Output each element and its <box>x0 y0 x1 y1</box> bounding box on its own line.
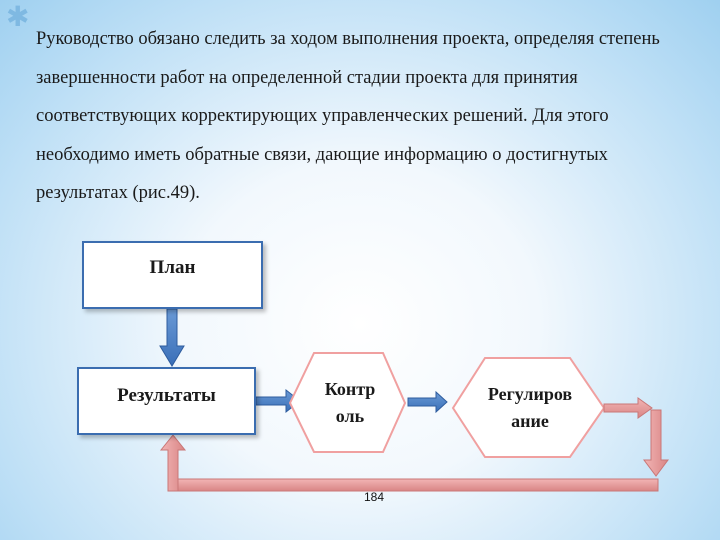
intro-paragraph: Руководство обязано следить за ходом вып… <box>36 20 686 213</box>
control-hexagon <box>288 352 407 453</box>
control-label: Контр оль <box>305 376 395 430</box>
arrow-feedback-up <box>159 434 187 492</box>
plan-box: План <box>82 241 263 309</box>
paragraph-line: необходимо иметь обратные связи, дающие … <box>36 144 608 165</box>
regulation-label: Регулиров ание <box>470 381 590 435</box>
results-label: Результаты <box>117 385 216 406</box>
arrow-control-to-regulation <box>407 390 448 414</box>
plan-label: План <box>149 257 196 278</box>
arrow-plan-to-results <box>159 308 185 367</box>
paragraph-line: результатах (рис.49). <box>36 183 200 203</box>
control-label-line-2: оль <box>335 406 365 426</box>
page-number: 184 <box>363 490 385 504</box>
results-box: Результаты <box>77 367 256 435</box>
paragraph-line: соответствующих корректирующих управленч… <box>36 106 609 126</box>
arrow-feedback-down <box>643 409 669 477</box>
arrow-regulation-out <box>603 397 653 419</box>
control-label-line-1: Контр <box>324 379 376 399</box>
star-bullet-icon: ✱ <box>6 2 30 33</box>
paragraph-line: Руководство обязано следить за ходом вып… <box>36 29 660 49</box>
regulation-label-line-2: ание <box>511 411 549 431</box>
paragraph-line: завершенности работ на определенной стад… <box>36 67 578 88</box>
feedback-bottom-bar <box>167 478 659 492</box>
regulation-label-line-1: Регулиров <box>487 384 573 404</box>
